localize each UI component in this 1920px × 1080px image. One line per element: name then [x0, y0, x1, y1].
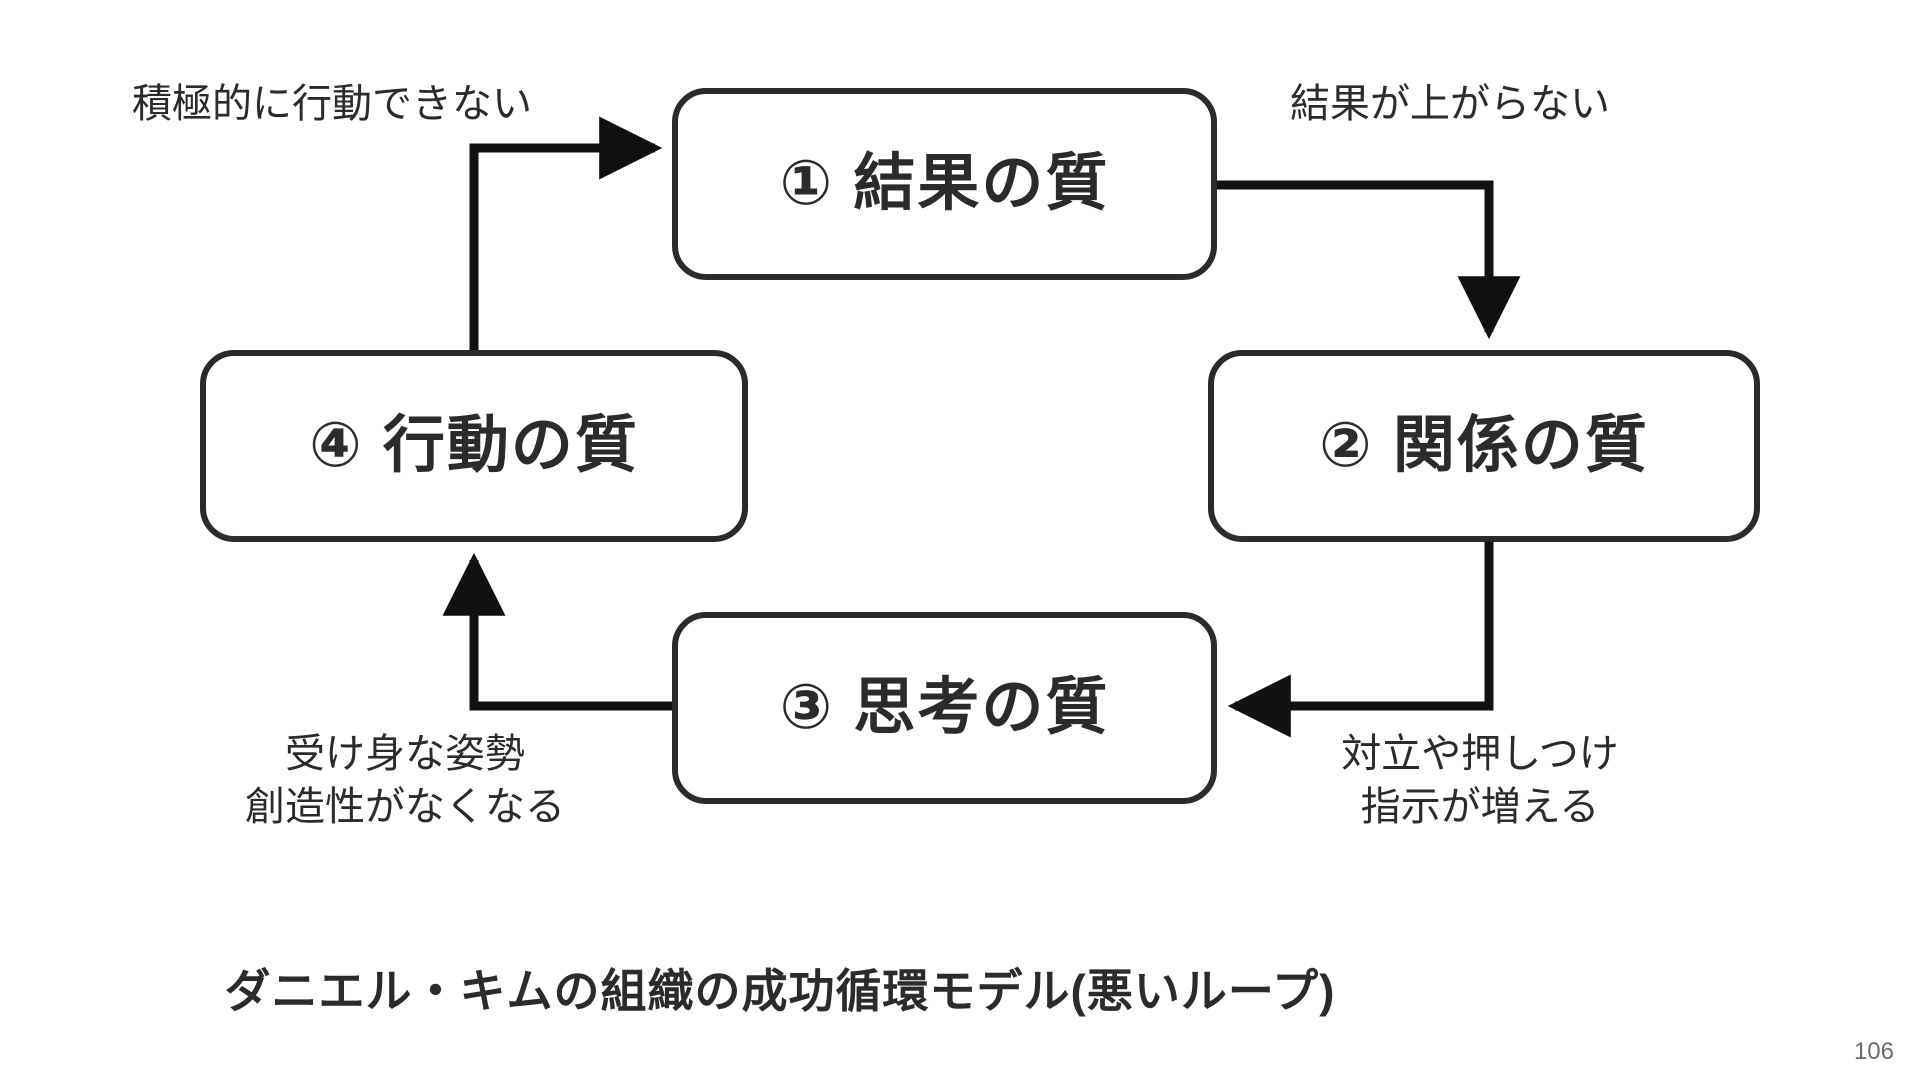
node-result-quality[interactable]: ① 結果の質 — [672, 88, 1217, 280]
page-number: 106 — [1853, 1038, 1894, 1065]
node-thinking-quality-label: ③ 思考の質 — [779, 673, 1110, 742]
edge-label-result-to-relationship: 結果が上がらない — [1290, 78, 1610, 131]
arrow-relationship-to-thinking — [1227, 542, 1494, 738]
edge-label-action-to-result: 積極的に行動できない — [132, 78, 532, 131]
edge-label-thinking-to-action-line2: 創造性がなくなる — [245, 784, 565, 829]
node-thinking-quality[interactable]: ③ 思考の質 — [672, 612, 1217, 804]
arrow-action-to-result — [469, 116, 663, 350]
edge-label-result-to-relationship-line1: 結果が上がらない — [1290, 82, 1610, 126]
edge-label-thinking-to-action: 受け身な姿勢 創造性がなくなる — [205, 728, 605, 834]
node-action-quality-label: ④ 行動の質 — [309, 411, 639, 480]
diagram-caption: ダニエル・キムの組織の成功循環モデル(悪いループ) — [224, 965, 1336, 1017]
edge-label-thinking-to-action-line1: 受け身な姿勢 — [285, 732, 525, 776]
edge-label-relationship-to-thinking: 対立や押しつけ 指示が増える — [1300, 728, 1660, 834]
node-relationship-quality-label: ② 関係の質 — [1319, 411, 1649, 480]
node-relationship-quality[interactable]: ② 関係の質 — [1208, 350, 1760, 542]
node-action-quality[interactable]: ④ 行動の質 — [200, 350, 748, 542]
edge-label-action-to-result-line1: 積極的に行動できない — [132, 82, 532, 126]
arrow-result-to-relationship — [1217, 180, 1521, 340]
edge-label-relationship-to-thinking-line2: 指示が増える — [1360, 784, 1600, 829]
node-result-quality-label: ① 結果の質 — [779, 149, 1110, 218]
edge-label-relationship-to-thinking-line1: 対立や押しつけ — [1341, 732, 1619, 776]
arrow-thinking-to-action — [442, 552, 672, 711]
